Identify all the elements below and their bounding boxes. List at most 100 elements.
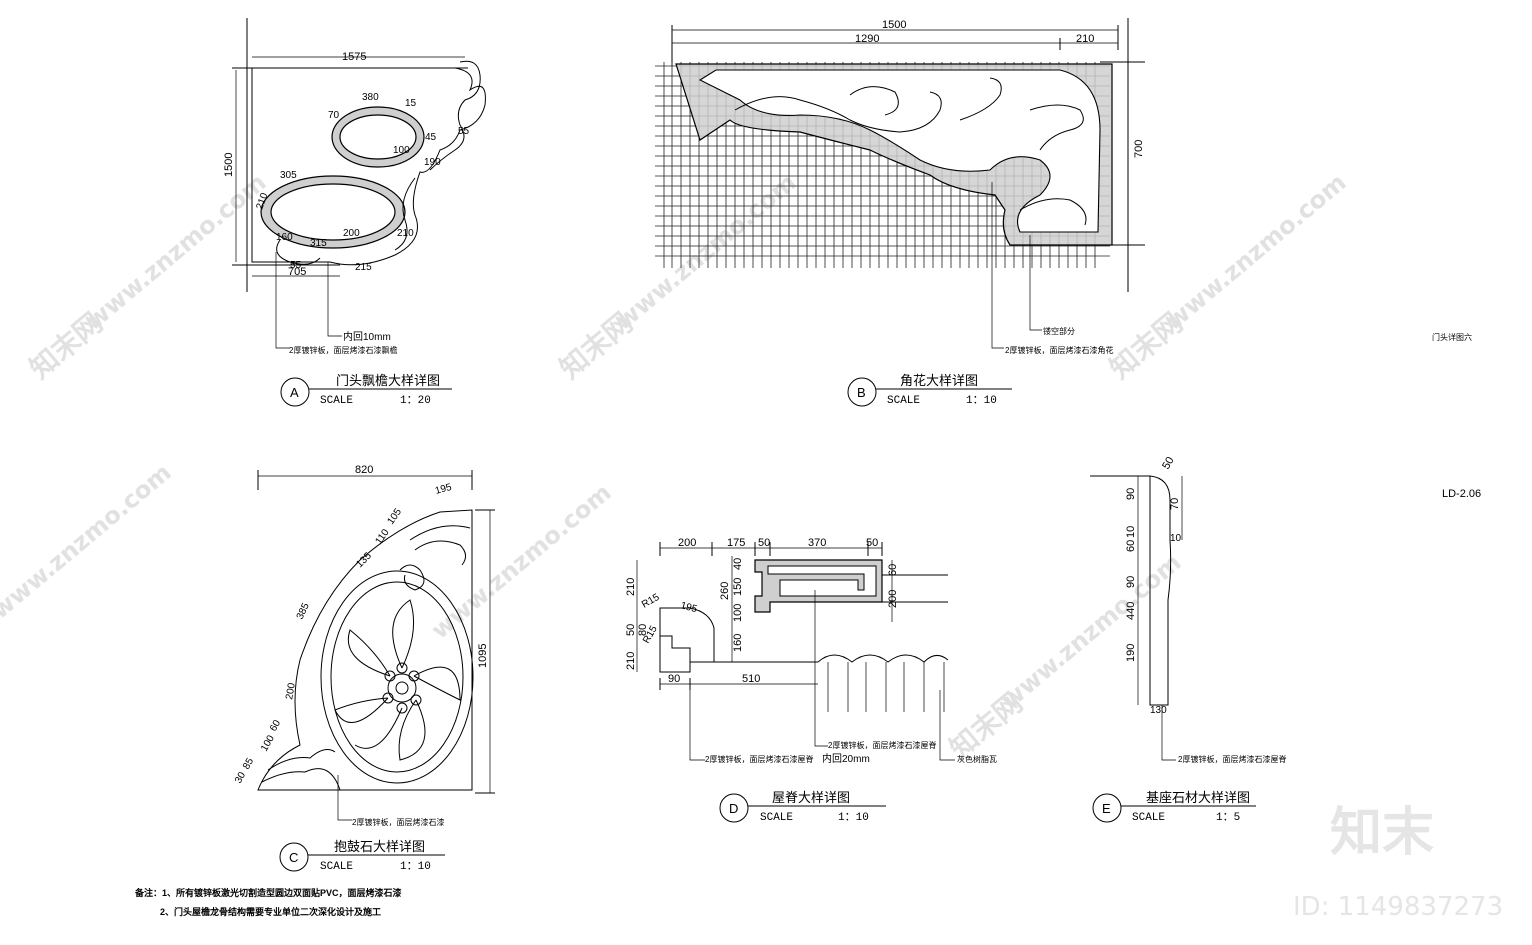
dim-label: 45 — [425, 132, 437, 143]
detail-marker: E — [1102, 801, 1111, 816]
dim-label: 85 — [241, 756, 256, 772]
scale-value: 1：10 — [838, 812, 869, 824]
dim-label: 90 — [1125, 488, 1137, 500]
scale-value: 1：10 — [966, 395, 997, 407]
general-notes: 备注：1、所有镀锌板激光切割造型圆边双面贴PVC，面层烤漆石漆 2、门头屋檐龙骨… — [134, 887, 402, 917]
dim-label: 700 — [1133, 140, 1145, 158]
dim-label: 135 — [354, 550, 374, 570]
watermark-text: www.znzmo.com — [611, 168, 802, 334]
detail-title: 角花大样详图 — [900, 373, 978, 388]
dim-label: 10 — [1170, 533, 1182, 544]
dim-label: 200 — [887, 590, 899, 608]
scale-label: SCALE — [320, 861, 353, 873]
scale-label: SCALE — [887, 395, 920, 407]
dim-label: 50 — [758, 537, 770, 549]
note-material: 2厚镀锌板，面层烤漆石漆 — [352, 817, 444, 827]
dim-label: 1575 — [342, 51, 366, 63]
dim-label: 150 — [732, 578, 744, 596]
dim-label: 1095 — [477, 644, 489, 668]
dim-label: 30 — [233, 770, 248, 786]
detail-marker: D — [729, 801, 738, 816]
detail-b: 1500 1290 210 700 镂空部分 2厚镀锌板，面层烤漆石漆角花 B … — [655, 18, 1145, 407]
note-material: 2厚镀锌板，面层烤漆石漆飘檐 — [289, 345, 397, 355]
scale-value: 1：10 — [400, 861, 431, 873]
dim-label: 60 — [268, 718, 283, 734]
dim-label: 60 — [887, 564, 899, 576]
dim-label: 380 — [362, 92, 379, 103]
dim-label: 705 — [288, 266, 306, 278]
dim-label: 105 — [385, 506, 404, 526]
dim-label: 1500 — [223, 153, 235, 177]
dim-label: 260 — [719, 582, 731, 600]
dim-label: 440 — [1125, 602, 1137, 620]
note-material2: 2厚镀锌板，面层烤漆石漆屋脊 — [828, 740, 936, 750]
note-tile: 灰色树脂瓦 — [957, 754, 997, 764]
detail-title: 屋脊大样详图 — [772, 790, 850, 805]
dim-label: 200 — [678, 537, 696, 549]
dim-label: 110 — [373, 527, 391, 547]
watermark-text: www.znzmo.com — [426, 478, 617, 644]
note-inner: 内回10mm — [343, 330, 391, 343]
sheet-code: LD-2.06 — [1442, 488, 1481, 500]
dim-label: 100 — [393, 145, 410, 156]
scale-label: SCALE — [1132, 812, 1165, 824]
dim-label: 315 — [310, 238, 327, 249]
dim-label: 70 — [1169, 498, 1181, 510]
note-line-1: 备注：1、所有镀锌板激光切割造型圆边双面贴PVC，面层烤漆石漆 — [134, 887, 402, 898]
dim-label: 100 — [732, 604, 744, 622]
detail-marker: B — [857, 385, 866, 400]
dim-label: 55 — [290, 260, 302, 271]
detail-title: 门头飘檐大样详图 — [336, 373, 440, 388]
dim-label: 210 — [625, 578, 637, 596]
detail-a: 1575 1500 705 380 70 15 45 55 100 190 30… — [223, 18, 486, 407]
sheet-label: 门头详图六 — [1432, 332, 1472, 342]
dim-label: 210 — [1076, 33, 1094, 45]
dim-label: 175 — [727, 537, 745, 549]
detail-marker: A — [290, 385, 299, 400]
dim-label: 70 — [328, 110, 340, 121]
dim-label: 510 — [742, 673, 760, 685]
dim-label: 100 — [259, 733, 277, 753]
dim-label: 820 — [355, 464, 373, 476]
detail-marker: C — [289, 850, 298, 865]
dim-label: 1500 — [882, 19, 906, 31]
dim-label: 160 — [276, 232, 293, 243]
note-material: 2厚镀锌板，面层烤漆石漆屋脊 — [1178, 754, 1286, 764]
dim-label: 190 — [424, 157, 441, 168]
dim-label: 15 — [405, 98, 417, 109]
scale-label: SCALE — [760, 812, 793, 824]
note-material: 2厚镀锌板，面层烤漆石漆角花 — [1005, 345, 1113, 355]
watermark-layer: 知末网 www.znzmo.com 知末网 www.znzmo.com 知末网 … — [0, 168, 1503, 922]
dim-label: 200 — [284, 682, 298, 701]
watermark-text: www.znzmo.com — [1161, 168, 1352, 334]
dim-label: 215 — [355, 262, 372, 273]
dim-label: 1290 — [855, 33, 879, 45]
dim-label: 210 — [397, 228, 414, 239]
dim-label: 210 — [625, 652, 637, 670]
dim-label: 195 — [434, 482, 453, 497]
dim-label: R15 — [640, 592, 662, 611]
dim-label: 50 — [866, 537, 878, 549]
detail-e: 90 10 60 90 440 190 70 50 10 130 2厚镀锌板，面… — [1090, 455, 1286, 824]
scale-value: 1：20 — [400, 395, 431, 407]
dim-label: 195 — [679, 600, 698, 615]
scale-label: SCALE — [320, 395, 353, 407]
dim-label: 10 — [1125, 526, 1137, 538]
dim-label: 50 — [625, 624, 637, 636]
dim-label: 60 — [1125, 540, 1137, 552]
watermark-text: www.znzmo.com — [0, 458, 177, 624]
dim-label: 385 — [295, 601, 312, 621]
image-id: ID: 1149837273 — [1293, 892, 1503, 922]
dim-label: 200 — [343, 228, 360, 239]
detail-title: 基座石材大样详图 — [1146, 790, 1250, 805]
dim-label: 80 — [637, 624, 649, 636]
note-material: 2厚镀锌板，面层烤漆石漆屋脊 — [705, 754, 813, 764]
scale-value: 1：5 — [1216, 812, 1240, 824]
brand-logo: 知末 — [1330, 803, 1434, 863]
note-inner: 内回20mm — [822, 752, 870, 765]
dim-label: 305 — [280, 170, 297, 181]
note-hollow: 镂空部分 — [1043, 326, 1075, 336]
dim-label: 130 — [1150, 705, 1167, 716]
dim-label: 40 — [732, 558, 744, 570]
